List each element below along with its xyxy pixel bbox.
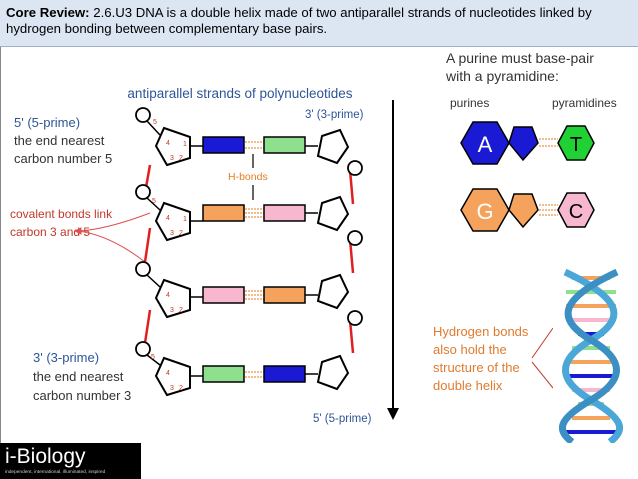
- base-cytosine-3: [202, 286, 245, 304]
- at-hbond: [539, 138, 558, 147]
- adenine-letter: A: [478, 132, 493, 157]
- helix-caption-line1: Hydrogen bonds: [433, 324, 529, 339]
- svg-text:1: 1: [183, 141, 187, 148]
- three-prime-bottom-line3: carbon number 3: [33, 388, 131, 403]
- svg-text:5: 5: [151, 354, 155, 361]
- cytosine-letter: C: [569, 201, 583, 223]
- base-adenine-1: [202, 136, 245, 154]
- diagram-title: antiparallel strands of polynucleotides: [127, 86, 352, 101]
- rule-line1: A purine must base-pair: [446, 50, 594, 66]
- svg-text:4: 4: [166, 140, 170, 147]
- svg-text:1: 1: [183, 216, 187, 223]
- phosphate-left-4: [135, 341, 151, 357]
- nucleotide-row-4: 5 4 3 2: [135, 341, 350, 397]
- hbond-4: [245, 371, 264, 378]
- header-divider: [0, 46, 638, 47]
- adenine-shape: A: [460, 121, 539, 165]
- base-guanine-2: [202, 204, 245, 222]
- thymine-shape: T: [557, 125, 595, 161]
- covalent-pointer: [73, 212, 151, 263]
- gc-hbond: [539, 204, 558, 216]
- slide-canvas: antiparallel strands of polynucleotides …: [0, 47, 629, 443]
- sugar-left-1: [154, 126, 191, 167]
- nucleotide-row-1: 5 4 3 2 1: [135, 107, 363, 176]
- logo-name: i-Biology: [5, 445, 86, 468]
- svg-text:3: 3: [170, 230, 174, 237]
- phosphate-left-1: [135, 107, 151, 123]
- phosphate-right-1: [347, 160, 363, 176]
- logo-tagline: independent, international, illuminated,…: [5, 470, 106, 475]
- pyrimidines-label: pyramidines: [552, 96, 617, 110]
- cytosine-shape: C: [557, 192, 595, 228]
- svg-text:2: 2: [179, 307, 183, 314]
- nucleotide-row-2: 5 4 3 2 1: [135, 184, 363, 246]
- covalent-line1: covalent bonds link: [10, 207, 113, 221]
- covalent-line2: carbon 3 and 5: [10, 225, 90, 239]
- phosphate-right-3: [347, 310, 363, 326]
- base-pair-rule: A purine must base-pair with a pyramidin…: [445, 50, 617, 110]
- ibiology-logo: i-Biology independent, international, il…: [0, 443, 141, 479]
- svg-text:3: 3: [170, 307, 174, 314]
- svg-text:4: 4: [166, 370, 170, 377]
- guanine-shape: G: [460, 188, 539, 232]
- thymine-letter: T: [570, 134, 582, 156]
- svg-text:4: 4: [166, 292, 170, 299]
- hbonds-label: H-bonds: [228, 171, 268, 183]
- rule-line2: with a pyramidine:: [445, 68, 559, 84]
- three-prime-bottom-line2: the end nearest: [33, 369, 124, 384]
- five-prime-top-line3: carbon number 5: [14, 151, 112, 166]
- purines-label: purines: [450, 96, 489, 110]
- header-text: 2.6.U3 DNA is a double helix made of two…: [6, 5, 592, 36]
- svg-text:3: 3: [170, 155, 174, 162]
- helix-caption-line2: also hold the: [433, 342, 507, 357]
- sugar-left-2: [154, 201, 191, 242]
- svg-text:2: 2: [179, 155, 183, 162]
- base-cytosine-2: [263, 204, 306, 222]
- covalent-bond-label: covalent bonds link carbon 3 and 5: [10, 207, 113, 239]
- base-guanine-3: [263, 286, 306, 304]
- five-prime-bottom-label: 5' (5-prime): [313, 413, 372, 425]
- hbond-2: [245, 208, 264, 218]
- five-prime-top-title: 5' (5-prime): [14, 115, 80, 130]
- helix-caption-pointer: [531, 327, 554, 389]
- svg-text:5: 5: [153, 119, 157, 126]
- sugar-right-1: [316, 128, 350, 165]
- double-helix-illustration: [553, 268, 629, 443]
- helix-caption: Hydrogen bonds also hold the structure o…: [433, 324, 529, 393]
- phosphate-right-2: [347, 230, 363, 246]
- three-prime-bottom-label: 3' (3-prime) the end nearest carbon numb…: [33, 350, 131, 403]
- phosphate-left-3: [135, 261, 151, 277]
- sugar-right-2: [316, 195, 350, 232]
- guanine-letter: G: [476, 199, 493, 224]
- header-banner: Core Review: 2.6.U3 DNA is a double heli…: [0, 0, 638, 46]
- right-backbone: [348, 169, 355, 354]
- three-prime-bottom-title: 3' (3-prime): [33, 350, 99, 365]
- base-thymine-1: [263, 136, 306, 154]
- nucleotide-row-3: 4 3 2: [135, 261, 363, 326]
- svg-text:2: 2: [179, 385, 183, 392]
- header-label: Core Review:: [6, 5, 90, 20]
- svg-text:4: 4: [166, 215, 170, 222]
- sugar-left-3: [154, 278, 191, 319]
- svg-text:5: 5: [152, 198, 156, 205]
- hbond-3: [245, 290, 264, 300]
- helix-caption-line4: double helix: [433, 378, 503, 393]
- base-thymine-4: [202, 365, 245, 383]
- hbond-1: [245, 141, 264, 149]
- sugar-left-4: [154, 356, 191, 397]
- svg-text:2: 2: [179, 230, 183, 237]
- sugar-right-3: [316, 273, 350, 310]
- sugar-right-4: [316, 354, 350, 391]
- helix-caption-line3: structure of the: [433, 360, 520, 375]
- three-prime-top-label: 3' (3-prime): [305, 109, 364, 121]
- direction-arrow: [387, 100, 399, 420]
- svg-text:3: 3: [170, 385, 174, 392]
- five-prime-top-line2: the end nearest: [14, 133, 105, 148]
- phosphate-left-2: [135, 184, 151, 200]
- base-adenine-4: [263, 365, 306, 383]
- five-prime-top-label: 5' (5-prime) the end nearest carbon numb…: [14, 115, 112, 166]
